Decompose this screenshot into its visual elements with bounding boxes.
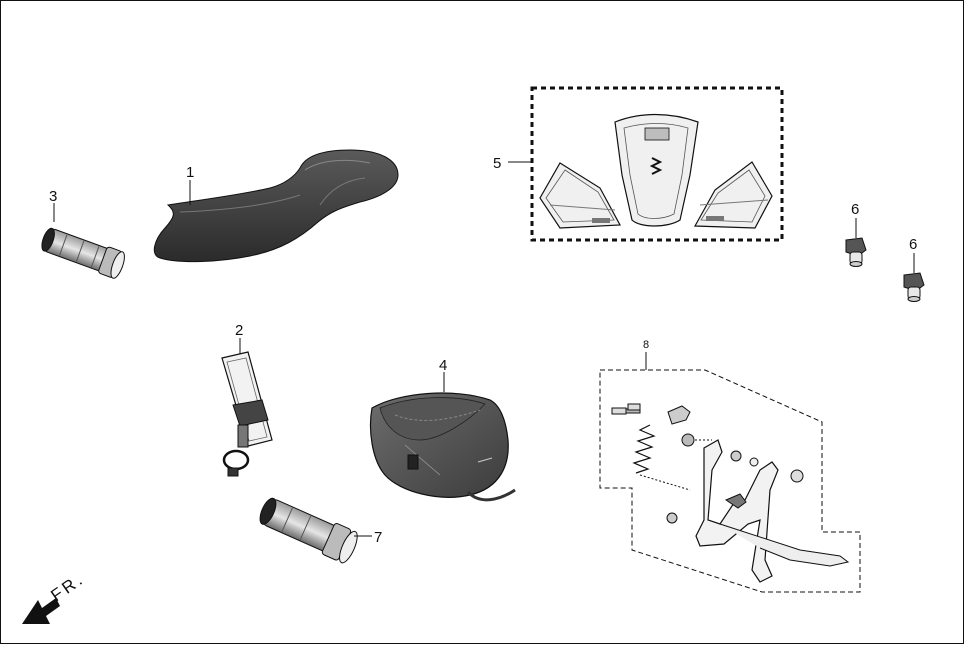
front-direction-label: FR. [47,569,88,605]
part-grip-left [41,227,125,279]
callout-2: 2 [235,322,243,339]
callout-6b: 6 [909,236,917,253]
part-seat [153,149,399,263]
part-tank-pads [539,113,773,229]
part-grip-right [259,497,358,564]
callout-3: 3 [49,188,57,205]
callout-6a: 6 [851,201,859,218]
callout-7: 7 [374,529,382,546]
part-8-group-box [599,369,861,593]
callout-4: 4 [439,357,447,374]
part-phone-holder [221,351,273,477]
callout-5: 5 [493,155,501,172]
part-tank-bag [369,392,516,502]
part-plug-a [845,237,867,267]
callout-8: 8 [643,339,649,351]
part-plug-b [903,272,925,302]
part-center-stand [611,403,850,583]
part-5-group-box [530,86,784,242]
front-direction-arrow-icon [22,598,60,624]
callout-1: 1 [186,164,194,181]
